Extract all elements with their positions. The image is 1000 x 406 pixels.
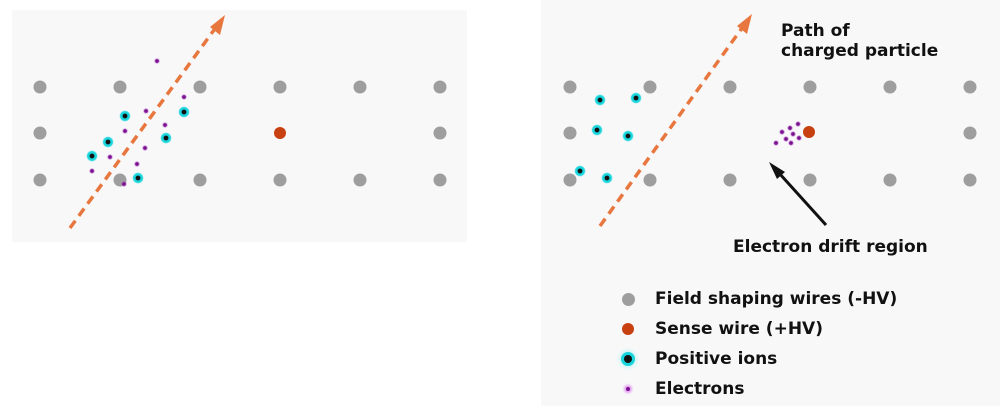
- right-panel-after-drift: [541, 0, 1000, 406]
- particle-path-label: Path of charged particle: [781, 21, 938, 62]
- field-wire: [643, 80, 657, 94]
- electron: [106, 153, 114, 161]
- positive-ion: [132, 172, 144, 184]
- field-wire: [723, 80, 737, 94]
- legend: Field shaping wires (-HV) Sense wire (+H…: [617, 284, 897, 404]
- electron: [778, 128, 786, 136]
- positive-ion: [160, 132, 172, 144]
- field-wire: [433, 80, 447, 94]
- field-wire-icon: [617, 292, 639, 306]
- electron: [794, 120, 802, 128]
- particle-path-left: [68, 15, 225, 230]
- electron: [789, 130, 797, 138]
- field-wire: [803, 173, 817, 187]
- positive-ion: [622, 130, 634, 142]
- positive-ion: [594, 94, 606, 106]
- legend-label: Sense wire (+HV): [655, 318, 823, 339]
- field-wire: [33, 173, 47, 187]
- electron: [786, 124, 794, 132]
- sense-wire-left: [274, 127, 286, 139]
- electron: [782, 135, 790, 143]
- positive-ion: [574, 165, 586, 177]
- electron: [120, 180, 128, 188]
- legend-item-positive-ions: Positive ions: [617, 344, 897, 374]
- field-wire: [723, 173, 737, 187]
- field-wire: [883, 173, 897, 187]
- field-wire: [273, 80, 287, 94]
- positive-ion-icon: [617, 355, 639, 363]
- drift-region-label: Electron drift region: [733, 237, 928, 257]
- electron-icon: [617, 387, 639, 391]
- field-wire: [963, 126, 977, 140]
- electron: [180, 93, 188, 101]
- electron: [121, 127, 129, 135]
- field-wire: [113, 80, 127, 94]
- field-wire: [963, 80, 977, 94]
- field-wire: [883, 80, 897, 94]
- electron: [161, 121, 169, 129]
- field-wire: [563, 126, 577, 140]
- positive-ion: [119, 110, 131, 122]
- electrons-left: [88, 57, 188, 188]
- electrons-right: [772, 120, 803, 147]
- electron: [133, 160, 141, 168]
- electron: [141, 144, 149, 152]
- field-wire: [193, 80, 207, 94]
- positive-ion: [591, 124, 603, 136]
- field-wire: [353, 80, 367, 94]
- positive-ion: [178, 106, 190, 118]
- legend-item-electrons: Electrons: [617, 374, 897, 404]
- positive-ions-right: [574, 92, 642, 184]
- electron: [795, 134, 803, 142]
- legend-item-sense-wire: Sense wire (+HV): [617, 314, 897, 344]
- electron: [772, 139, 780, 147]
- field-wire: [963, 173, 977, 187]
- field-wire: [33, 126, 47, 140]
- field-wire: [803, 80, 817, 94]
- electron: [142, 107, 150, 115]
- field-wire: [433, 126, 447, 140]
- field-wire: [273, 173, 287, 187]
- legend-label: Electrons: [655, 378, 745, 399]
- field-wire: [33, 80, 47, 94]
- positive-ions-left: [86, 106, 190, 184]
- particle-path-label-line1: Path of: [781, 21, 850, 41]
- electron: [153, 57, 161, 65]
- positive-ion: [86, 150, 98, 162]
- drift-region-arrow: [769, 162, 828, 227]
- field-wire: [563, 80, 577, 94]
- positive-ion: [102, 136, 114, 148]
- positive-ion: [630, 92, 642, 104]
- particle-path-right: [598, 14, 752, 228]
- sense-wire-right: [803, 126, 815, 138]
- particle-path-label-line2: charged particle: [781, 41, 939, 62]
- legend-label: Field shaping wires (-HV): [655, 288, 898, 309]
- electron: [787, 139, 795, 147]
- positive-ion: [601, 172, 613, 184]
- field-wire: [193, 173, 207, 187]
- field-wire: [353, 173, 367, 187]
- sense-wire-icon: [617, 323, 639, 335]
- field-wire: [433, 173, 447, 187]
- field-wire: [563, 173, 577, 187]
- legend-item-field-wires: Field shaping wires (-HV): [617, 284, 897, 314]
- electron: [88, 167, 96, 175]
- field-wires-right: [563, 80, 977, 187]
- legend-label: Positive ions: [655, 348, 778, 369]
- field-wires-left: [33, 80, 447, 187]
- field-wire: [643, 173, 657, 187]
